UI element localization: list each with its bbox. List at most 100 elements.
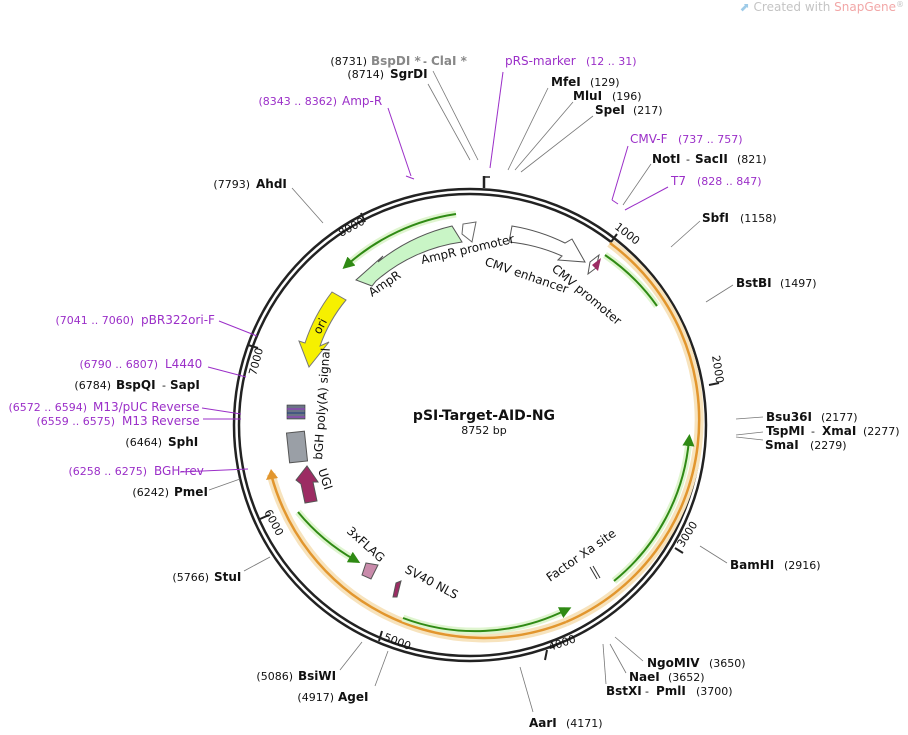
primer-l4440: L4440 xyxy=(165,357,202,371)
site-sep-bstxi: - xyxy=(645,685,649,698)
orf-ring-left-core xyxy=(269,473,567,640)
primer-range-m13puc: (6572 .. 6594) xyxy=(8,401,87,414)
primer-prs-marker: pRS-marker xyxy=(505,54,576,68)
tick-mark-5000 xyxy=(378,630,383,642)
site-pos-sbfi: (1158) xyxy=(740,212,777,225)
ampr-arrow xyxy=(355,225,463,287)
sv40-nls-arrow xyxy=(392,580,402,598)
site-pos-tspmi: (2277) xyxy=(863,425,900,438)
site-pos-bspqi: (6784) xyxy=(74,379,111,392)
site-bstbi: BstBI xyxy=(736,276,772,290)
ugi-arrow xyxy=(295,465,319,504)
primer-m13puc: M13/pUC Reverse xyxy=(93,400,200,414)
ampr-orf-segment-core xyxy=(342,213,457,269)
factor-xa-mark xyxy=(589,566,598,580)
bgh-polya-box xyxy=(285,430,309,464)
site-mfei: MfeI xyxy=(551,75,581,89)
site-pos-bamhi: (2916) xyxy=(784,559,821,572)
tick-label-8000: 8000 xyxy=(336,215,367,240)
orf-segment-2-core xyxy=(613,434,695,582)
site-spei: SpeI xyxy=(595,103,625,117)
feature-label-ugi: UGI xyxy=(315,467,335,492)
primer-labels: pRS-marker (12 .. 31) (8343 .. 8362) Amp… xyxy=(8,54,761,478)
feature-label-sv40-nls: SV40 NLS xyxy=(403,562,461,602)
primer-range-bgh-rev: (6258 .. 6275) xyxy=(68,465,147,478)
tick-label-7000: 7000 xyxy=(246,346,266,376)
orf-ring-arrowhead xyxy=(266,469,278,480)
primer-leaders xyxy=(179,71,669,473)
primer-amp-r: Amp-R xyxy=(342,94,382,108)
snapgene-logo-icon: ⬈ xyxy=(739,0,750,14)
site-pos-bstbi: (1497) xyxy=(780,277,817,290)
primer-range-cmv-f: (737 .. 757) xyxy=(678,133,743,146)
primer-range-pbr322ori: (7041 .. 7060) xyxy=(55,314,134,327)
site-pos-agei: (4917) xyxy=(297,691,334,704)
site-pos-stui: (5766) xyxy=(172,571,209,584)
site-ahdi: AhdI xyxy=(256,177,287,191)
site-stui: StuI xyxy=(214,570,241,584)
site-sacii: SacII xyxy=(695,152,728,166)
plasmid-name: pSI-Target-AID-NG xyxy=(413,408,555,424)
site-pos-mlui: (196) xyxy=(612,90,642,103)
site-sapi: SapI xyxy=(170,378,200,392)
flag-arrow xyxy=(361,562,379,580)
feature-label-bgh-polya: bGH poly(A) signal xyxy=(311,347,333,460)
site-pmei: PmeI xyxy=(174,485,208,499)
site-pos-bsiwi: (5086) xyxy=(256,670,293,683)
site-pos-bspdi: (8731) xyxy=(330,55,367,68)
site-ngomiv: NgoMIV xyxy=(647,656,700,670)
site-pos-naei: (3652) xyxy=(668,671,705,684)
watermark-reg: ® xyxy=(896,0,904,9)
site-sphi: SphI xyxy=(168,435,198,449)
site-pos-sphi: (6464) xyxy=(125,436,162,449)
tick-mark-3000 xyxy=(674,547,684,554)
tick-mark-4000 xyxy=(544,649,548,661)
site-sep-bspdi: - xyxy=(423,55,427,68)
feature-label-ori: ori xyxy=(310,316,330,336)
site-pos-smai: (2279) xyxy=(810,439,847,452)
primer-range-t7: (828 .. 847) xyxy=(697,175,762,188)
site-bspdi: BspDI * xyxy=(371,54,421,68)
site-bspqi: BspQI xyxy=(116,378,156,392)
orf-ring-right-core xyxy=(565,241,701,624)
primer-range-amp-r: (8343 .. 8362) xyxy=(258,95,337,108)
site-pos-bstxi: (3700) xyxy=(696,685,733,698)
site-pos-pmei: (6242) xyxy=(132,486,169,499)
factor-xa-mark-2 xyxy=(592,565,601,579)
primer-range-prs-marker: (12 .. 31) xyxy=(586,55,637,68)
tick-mark-1000 xyxy=(610,233,618,243)
tick-mark-2000 xyxy=(708,382,720,386)
primer-range-l4440: (6790 .. 6807) xyxy=(79,358,158,371)
watermark: ⬈ Created with SnapGene® xyxy=(740,0,904,14)
site-sgrdi: SgrDI xyxy=(390,67,428,81)
ori-arrow xyxy=(298,291,347,368)
watermark-brand: SnapGene xyxy=(834,0,896,14)
site-labels: (8731) BspDI * - ClaI * (8714) SgrDI Mfe… xyxy=(74,54,899,730)
cmv-enhancer-arrow xyxy=(508,225,586,263)
site-bsu36i: Bsu36I xyxy=(766,410,812,424)
site-noti: NotI xyxy=(652,152,681,166)
site-leaders xyxy=(208,70,764,713)
site-sep-tspmi: - xyxy=(811,425,815,438)
ampr-promoter-arrow xyxy=(461,221,477,243)
site-tspmi: TspMI xyxy=(766,424,805,438)
site-pos-ahdi: (7793) xyxy=(213,178,250,191)
site-smai: SmaI xyxy=(765,438,799,452)
orf-segment-1-core xyxy=(604,254,658,307)
tick-mark-8000 xyxy=(360,212,366,223)
site-aari: AarI xyxy=(529,716,557,730)
site-naei: NaeI xyxy=(629,670,660,684)
site-pos-sgrdi: (8714) xyxy=(347,68,384,81)
site-bstxi: BstXI xyxy=(606,684,642,698)
site-mlui: MluI xyxy=(573,89,602,103)
site-bsiwi: BsiWI xyxy=(298,669,336,683)
backbone-outer xyxy=(232,187,708,663)
site-pos-ngomiv: (3650) xyxy=(709,657,746,670)
site-clai: ClaI * xyxy=(431,54,468,68)
tick-mark-6000 xyxy=(259,514,270,520)
site-pos-noti: (821) xyxy=(737,153,767,166)
site-bamhi: BamHI xyxy=(730,558,774,572)
tick-mark-7000 xyxy=(247,344,259,349)
